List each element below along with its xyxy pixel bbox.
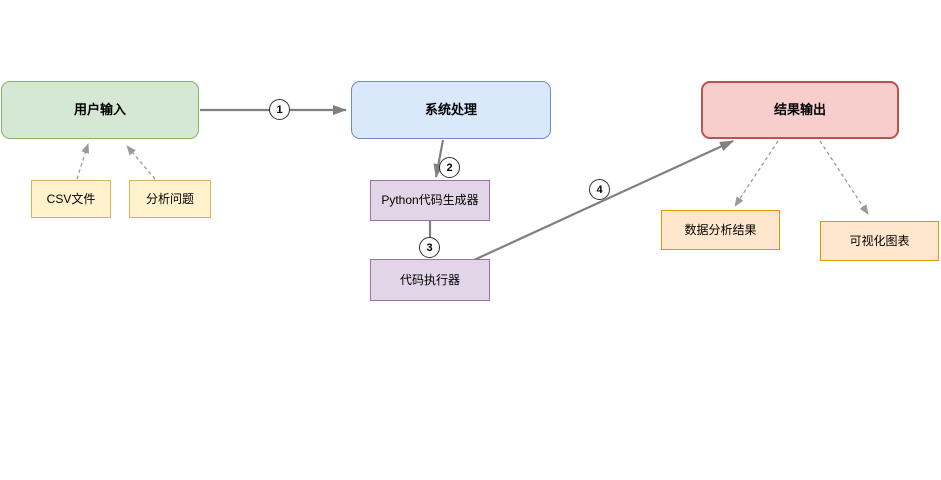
node-visualization-chart-label: 可视化图表 (849, 233, 910, 248)
connector-result-output-to-data-analysis-result (734, 140, 779, 207)
node-python-code-generator: Python代码生成器 (370, 180, 490, 221)
node-analysis-question: 分析问题 (129, 180, 211, 218)
node-user-input: 用户输入 (1, 81, 199, 139)
node-code-executor: 代码执行器 (370, 259, 490, 301)
node-system-process: 系统处理 (351, 81, 551, 139)
step-badge-4: 4 (589, 179, 610, 200)
step-badge-1: 1 (269, 99, 290, 120)
connector-result-output-to-visualization-chart (819, 140, 869, 215)
node-analysis-question-label: 分析问题 (145, 191, 194, 206)
node-data-analysis-result-label: 数据分析结果 (684, 222, 757, 237)
node-csv-file-label: CSV文件 (46, 191, 96, 206)
node-visualization-chart: 可视化图表 (820, 221, 939, 261)
node-csv-file: CSV文件 (31, 180, 111, 218)
node-user-input-label: 用户输入 (73, 101, 126, 117)
step-badge-2: 2 (439, 157, 460, 178)
node-result-output: 结果输出 (701, 81, 899, 139)
node-python-code-generator-label: Python代码生成器 (381, 193, 479, 207)
node-system-process-label: 系统处理 (424, 101, 477, 117)
node-data-analysis-result: 数据分析结果 (661, 210, 780, 250)
connector-csv-file-to-user-input (76, 143, 90, 180)
step-badge-3: 3 (419, 237, 440, 258)
node-result-output-label: 结果输出 (773, 101, 826, 117)
node-code-executor-label: 代码执行器 (399, 272, 460, 287)
connector-analysis-question-to-user-input (126, 145, 156, 180)
